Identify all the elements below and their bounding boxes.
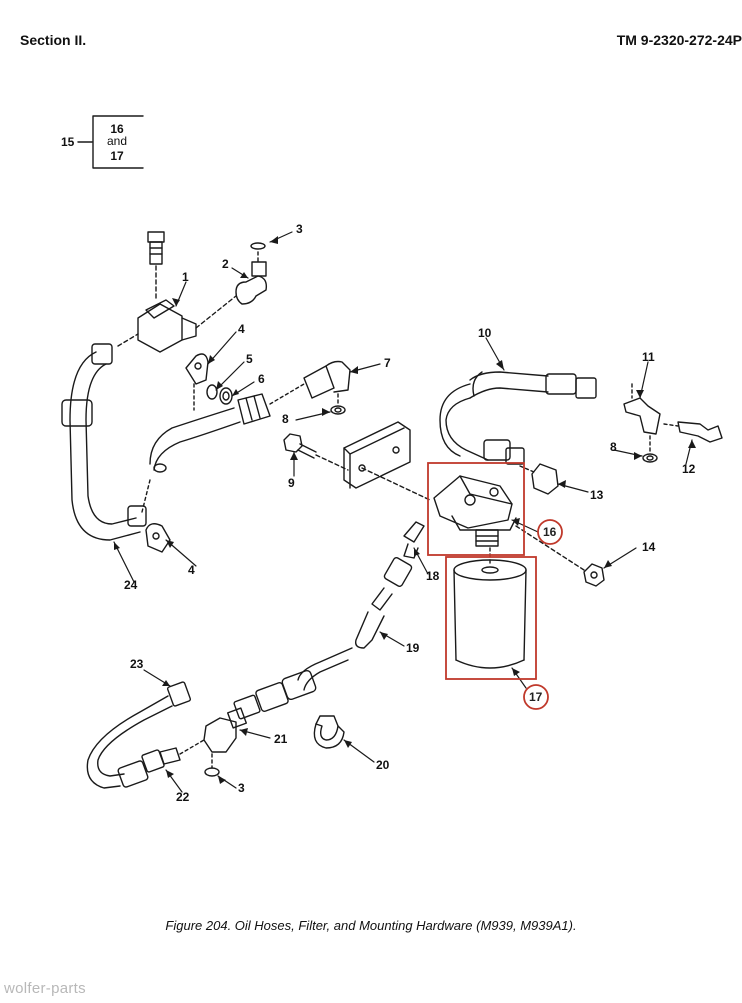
callout-16: 16 [543, 525, 557, 539]
hose-middle [141, 360, 351, 513]
elbow-13 [519, 463, 559, 495]
elbow-21 [203, 707, 248, 777]
callout-8-right: 8 [610, 440, 617, 454]
mounting-bracket [343, 421, 431, 501]
callout-3-lower: 3 [238, 781, 245, 795]
watermark: wolfer-parts [4, 980, 86, 997]
callout-10: 10 [478, 326, 492, 340]
callout-9: 9 [288, 476, 295, 490]
leader-arrowheads [114, 236, 696, 784]
elbow-fitting-part [235, 242, 268, 305]
tm-number: TM 9-2320-272-24P [616, 32, 742, 48]
callout-7: 7 [384, 356, 391, 370]
callout-24: 24 [124, 578, 138, 592]
hose-19 [233, 521, 425, 720]
bolt-9 [283, 433, 349, 471]
hose-23 [86, 681, 205, 789]
legend-item-label: 15 [61, 135, 75, 149]
callout-8-left: 8 [282, 412, 289, 426]
washers-8 [330, 393, 658, 463]
callout-21: 21 [274, 732, 288, 746]
elbow-11-valve-12 [623, 383, 723, 443]
filter-element-17 [453, 547, 527, 669]
callout-23: 23 [130, 657, 144, 671]
highlight-box-16 [427, 462, 525, 556]
legend-line-3: 17 [110, 149, 124, 163]
tee-fitting-part [117, 231, 237, 353]
callout-17: 17 [529, 690, 543, 704]
callout-20: 20 [376, 758, 390, 772]
clamp-20 [313, 715, 345, 749]
legend-line-2: and [106, 134, 128, 148]
legend-box: 16 and 17 [93, 116, 143, 168]
nut-14 [515, 525, 605, 587]
figure-caption: Figure 204. Oil Hoses, Filter, and Mount… [165, 918, 577, 933]
callout-11: 11 [642, 350, 655, 364]
hose-24 [61, 343, 147, 541]
callout-2: 2 [222, 257, 229, 271]
callout-3-upper: 3 [296, 222, 303, 236]
callout-4-upper: 4 [238, 322, 245, 336]
callout-13: 13 [590, 488, 604, 502]
section-label: Section II. [20, 32, 87, 48]
leader-lines [113, 231, 693, 793]
callout-4-lower: 4 [188, 563, 195, 577]
callout-1: 1 [182, 270, 189, 284]
hose-10 [439, 371, 597, 465]
callout-6: 6 [258, 372, 265, 386]
callout-12: 12 [682, 462, 696, 476]
legend-line-1: 16 [110, 122, 124, 136]
callout-19: 19 [406, 641, 420, 655]
clamp-4 [145, 353, 209, 553]
filter-head-16 [433, 475, 517, 547]
callout-5: 5 [246, 352, 253, 366]
highlight-circle-16 [537, 519, 563, 545]
callout-14: 14 [642, 540, 656, 554]
callout-22: 22 [176, 790, 190, 804]
highlight-circle-17 [523, 684, 549, 710]
highlight-box-17 [445, 556, 537, 680]
legend-bracket [92, 115, 144, 169]
callout-18: 18 [426, 569, 440, 583]
